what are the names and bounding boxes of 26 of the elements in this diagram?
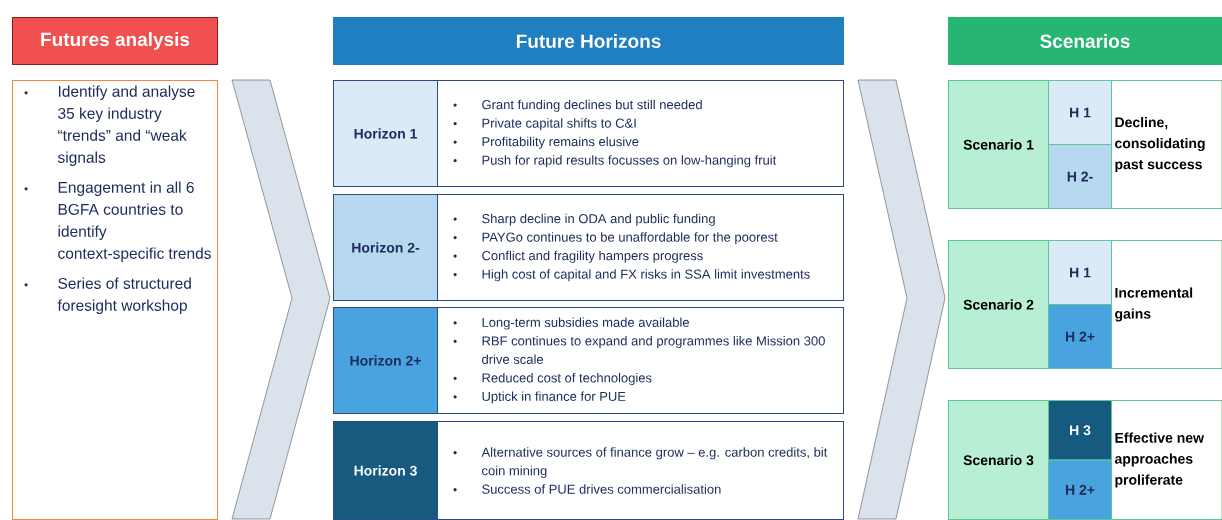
horizon-tag-cell: H 2+ [1048,459,1112,520]
bullet-list-box: Sharp decline in ODA and public funding PAYGo continues to be unaffordable for the poorest Conflict and fragility hampers progress High cost of capital and FX risks in SSA limit investments [437,194,844,301]
header-box: Futures analysis [12,17,218,65]
bullet-list-box: Alternative sources of finance grow – e.g. carbon credits, bit coin mining Success of PUE drives commercialisation [437,421,844,520]
horizon-tag-cell: H 1 [1048,240,1112,305]
scenario-description-cell: Incremental gains [1111,240,1222,369]
horizon-label-cell: Horizon 2- [333,194,438,301]
horizon-tag-cell: H 2+ [1048,304,1112,369]
header-box: Future Horizons [333,17,844,65]
bullet-list-box: Grant funding declines but still needed Private capital shifts to C&I Profitability remains elusive Push for rapid results focusses on low-hanging fruit [437,80,844,187]
header-box: Scenarios [948,17,1222,65]
scenario-label-cell: Scenario 2 [948,240,1049,369]
scenario-description-cell: Decline, consolidating past success [1111,80,1222,209]
horizon-label-cell: Horizon 2+ [333,307,438,414]
horizon-tag-cell: H 3 [1048,400,1112,461]
scenario-label-cell: Scenario 1 [948,80,1049,209]
horizon-label-cell: Horizon 1 [333,80,438,187]
horizon-label-cell: Horizon 3 [333,421,438,520]
chevron-arrow [231,79,331,520]
horizon-tag-cell: H 2- [1048,144,1112,209]
scenario-label-cell: Scenario 3 [948,400,1049,520]
bullet-list-box: Long-term subsidies made available RBF continues to expand and programmes like Mission 300 drive scale Reduced cost of technologies Uptick in finance for PUE [437,307,844,414]
horizon-tag-cell: H 1 [1048,80,1112,145]
bullet-list-box: Identify and analyse 35 key industry “trends” and “weak signals Engagement in all 6 BGFA countries to identify context-specific trends Series of structured foresight workshop [12,80,218,520]
chevron-arrow [857,79,946,520]
scenario-description-cell: Effective new approaches proliferate [1111,400,1222,520]
